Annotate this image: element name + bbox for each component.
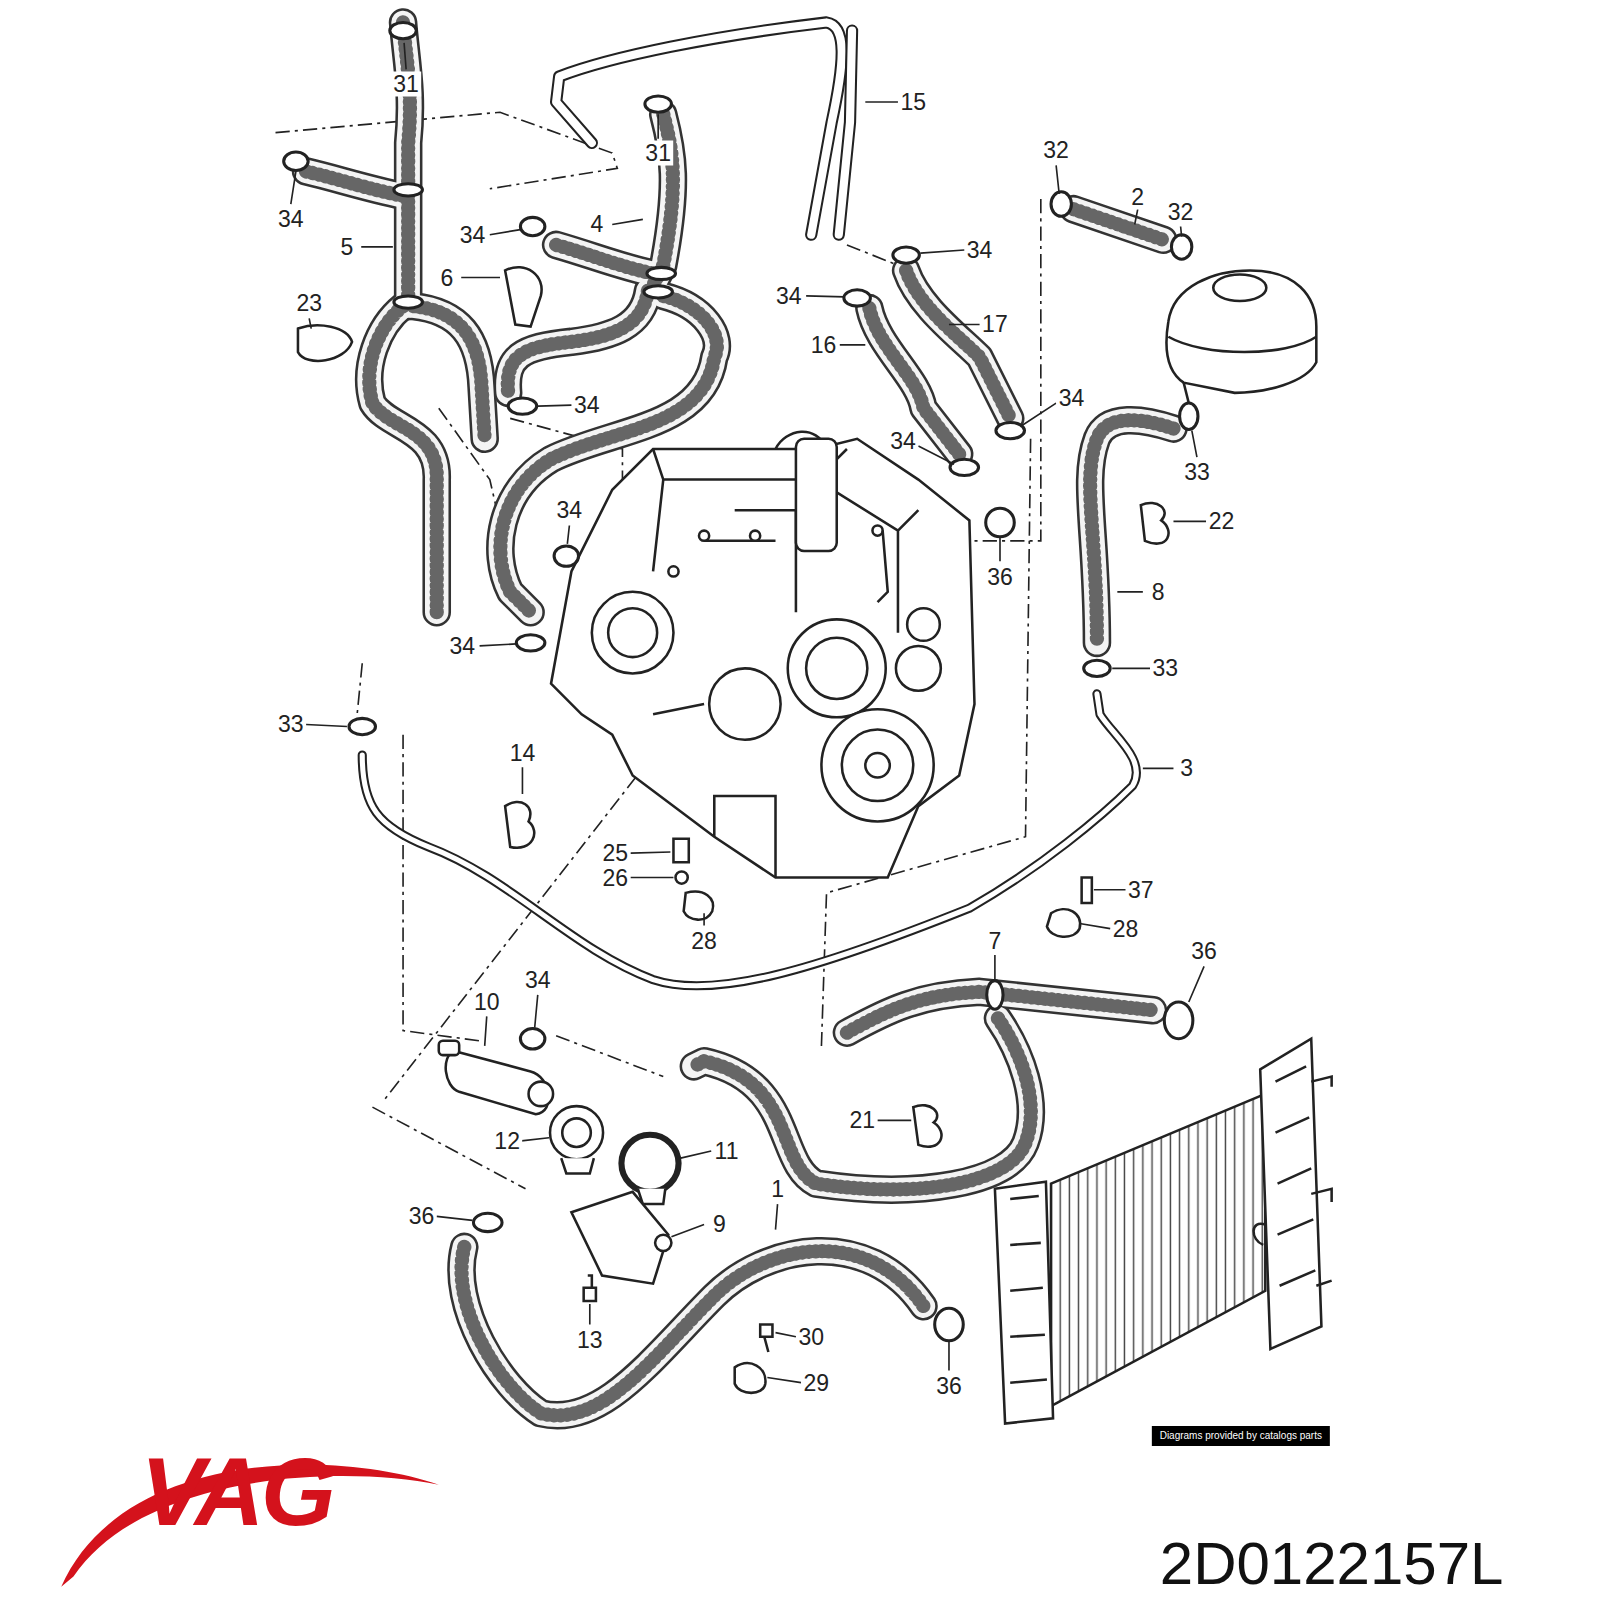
callout-number: 28 [689, 928, 719, 953]
callout-number: 26 [601, 865, 631, 890]
callout-number: 13 [575, 1327, 605, 1352]
callout-number: 14 [508, 741, 538, 766]
small-parts [298, 267, 1169, 1393]
callout-number: 8 [1150, 579, 1167, 604]
callout-number: 34 [1057, 385, 1087, 410]
expansion-tank [1166, 270, 1316, 403]
callout-number: 36 [934, 1373, 964, 1398]
callout-number: 30 [796, 1324, 826, 1349]
callout-number: 34 [458, 222, 488, 247]
callout-number: 34 [572, 393, 602, 418]
callout-number: 3 [1178, 756, 1195, 781]
callout-number: 11 [713, 1139, 741, 1164]
callout-number: 32 [1166, 200, 1196, 225]
callout-number: 6 [439, 265, 456, 290]
callout-number: 28 [1111, 916, 1141, 941]
callout-number: 36 [407, 1204, 437, 1229]
callout-number: 33 [276, 712, 306, 737]
callout-number: 1 [769, 1176, 786, 1201]
callout-number: 33 [1151, 656, 1181, 681]
callout-number: 37 [1126, 877, 1156, 902]
credit-note: Diagrams provided by catalogs parts [1152, 1426, 1330, 1446]
callout-number: 2 [1129, 184, 1146, 209]
callout-number: 31 [643, 141, 673, 166]
callout-number: 16 [809, 332, 839, 357]
callout-number: 22 [1207, 509, 1237, 534]
callout-number: 36 [1189, 939, 1219, 964]
callout-number: 10 [472, 990, 502, 1015]
dashed-lines [276, 112, 1041, 1189]
callout-number: 34 [965, 238, 995, 263]
callout-number: 36 [985, 564, 1015, 589]
callout-number: 25 [601, 841, 631, 866]
callout-number: 9 [711, 1212, 728, 1237]
brand-logo: VAG [141, 1444, 333, 1540]
callout-number: 31 [391, 71, 421, 96]
engine-block [551, 432, 974, 878]
callout-number: 21 [847, 1108, 877, 1133]
callout-number: 7 [986, 928, 1003, 953]
callout-number: 17 [980, 312, 1010, 337]
callout-number: 34 [276, 207, 306, 232]
callout-number: 34 [774, 283, 804, 308]
callout-number: 34 [447, 633, 477, 658]
callout-number: 4 [589, 212, 606, 237]
coolant-pipe [362, 22, 1136, 985]
leader-lines [291, 43, 1206, 1383]
callout-number: 34 [523, 967, 553, 992]
radiator [995, 1039, 1332, 1424]
callout-number: 12 [492, 1128, 522, 1153]
callout-number: 34 [888, 428, 918, 453]
callout-number: 5 [339, 234, 356, 259]
callout-number: 34 [555, 498, 585, 523]
callout-number: 33 [1182, 460, 1212, 485]
callout-number: 29 [802, 1370, 832, 1395]
callout-number: 15 [898, 90, 928, 115]
part-number: 2D0122157L [1160, 1534, 1504, 1594]
callout-number: 32 [1041, 138, 1071, 163]
hose-clamp [284, 22, 1198, 1340]
callout-number: 23 [294, 291, 324, 316]
